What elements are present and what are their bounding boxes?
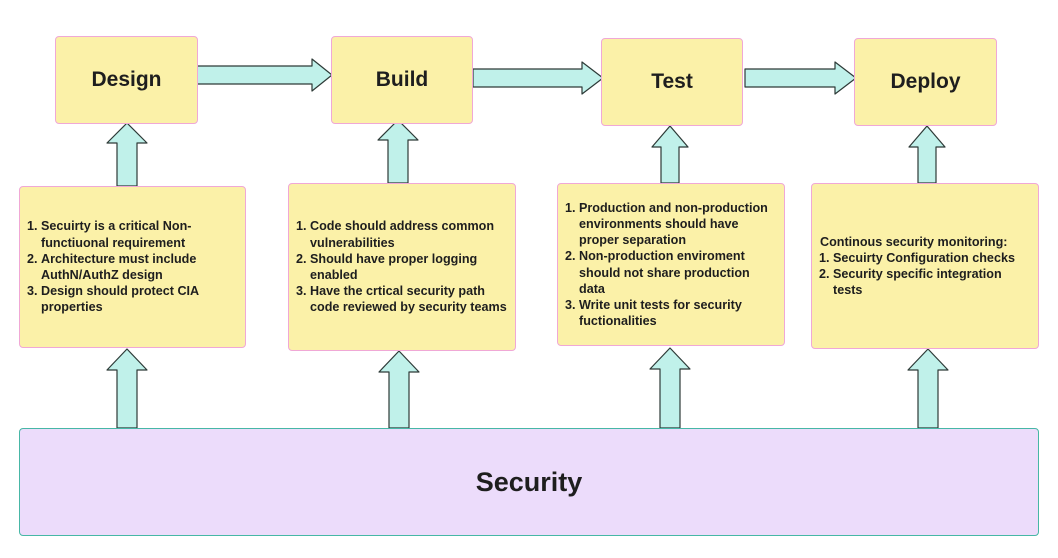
list-item: Secuirty is a critical Non-functiuonal r… bbox=[41, 218, 239, 250]
note-intro: Continous security monitoring: bbox=[820, 234, 1008, 249]
security-foundation: Security bbox=[19, 428, 1039, 536]
arrow-note-to-deploy bbox=[908, 125, 946, 184]
stage-label: Build bbox=[375, 68, 429, 91]
list-item: Code should address common vulnerabiliti… bbox=[310, 218, 509, 250]
arrow-build-to-test bbox=[472, 61, 604, 95]
list-item: Write unit tests for security fuctionali… bbox=[579, 297, 778, 329]
stage-label: Test bbox=[651, 70, 693, 93]
list-item: Secuirty Configuration checks bbox=[833, 250, 1032, 266]
list-item: Should have proper logging enabled bbox=[310, 251, 509, 283]
list-item: Non-production enviroment should not sha… bbox=[579, 248, 778, 297]
stage-deploy: Deploy bbox=[854, 38, 997, 126]
stage-design: Design bbox=[55, 36, 198, 124]
stage-test: Test bbox=[601, 38, 743, 126]
stage-label: Deploy bbox=[890, 70, 961, 93]
deploy-notes: Continous security monitoring: Secuirty … bbox=[811, 183, 1039, 349]
arrow-note-to-build bbox=[377, 119, 419, 184]
design-notes: Secuirty is a critical Non-functiuonal r… bbox=[19, 186, 246, 348]
list-item: Production and non-production environmen… bbox=[579, 200, 778, 249]
arrow-security-to-build-note bbox=[378, 350, 420, 429]
arrow-security-to-design-note bbox=[106, 348, 148, 429]
test-notes: Production and non-production environmen… bbox=[557, 183, 785, 346]
arrow-security-to-test-note bbox=[649, 347, 691, 429]
list-item: Security specific integration tests bbox=[833, 266, 1032, 298]
arrow-design-to-build bbox=[196, 58, 333, 92]
stage-label: Design bbox=[91, 68, 162, 91]
list-item: Architecture must include AuthN/AuthZ de… bbox=[41, 251, 239, 283]
security-label: Security bbox=[475, 466, 583, 497]
build-notes: Code should address common vulnerabiliti… bbox=[288, 183, 516, 351]
arrow-note-to-test bbox=[651, 125, 689, 184]
arrow-note-to-design bbox=[106, 122, 148, 187]
arrow-security-to-deploy-note bbox=[907, 348, 949, 429]
list-item: Have the crtical security path code revi… bbox=[310, 283, 509, 315]
stage-build: Build bbox=[331, 36, 473, 124]
list-item: Design should protect CIA properties bbox=[41, 283, 239, 315]
arrow-test-to-deploy bbox=[744, 61, 857, 95]
